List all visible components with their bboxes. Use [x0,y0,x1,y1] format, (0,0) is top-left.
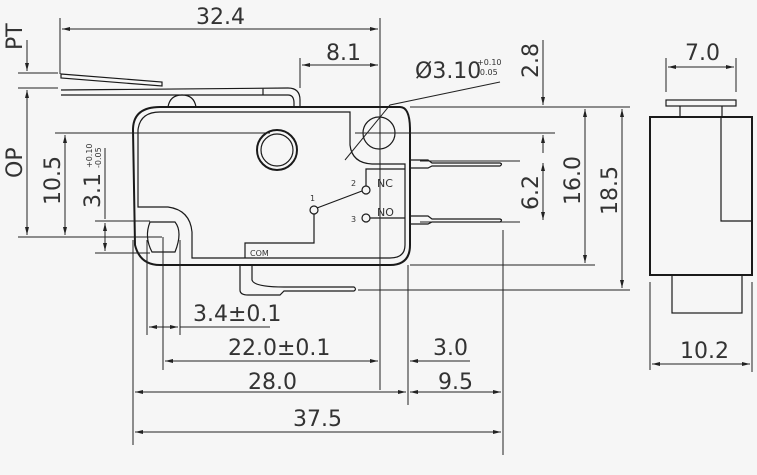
com-label: COM [250,249,269,258]
dim-9-5: 9.5 [438,370,473,395]
dim-10-2: 10.2 [680,339,729,364]
pin-3-label: 3 [351,215,356,224]
dim-10-5: 10.5 [41,156,66,205]
dim-2-8: 2.8 [519,43,544,78]
dim-18-5: 18.5 [598,166,623,215]
pin-2-label: 2 [351,179,356,188]
dim-8-1: 8.1 [326,41,361,66]
dim-op: OP [3,147,28,178]
no-label: NO [377,206,394,219]
nc-label: NC [377,177,393,190]
dim-pt: PT [3,23,28,50]
hole-tol-plus: +0.10 [477,58,502,67]
dim-hole-diameter: Ø3.10 [415,59,481,84]
hole-tol-minus: -0.05 [477,68,498,77]
lever [60,73,301,108]
dim-7-0: 7.0 [685,41,720,66]
dimension-lines [18,18,753,455]
side-view [649,99,753,314]
dim-3-0: 3.0 [433,336,468,361]
dim-3-4: 3.4±0.1 [193,302,281,327]
dim-3-1-tol-plus: +0.10 [85,143,94,168]
dim-37-5: 37.5 [293,407,342,432]
dim-6-2: 6.2 [519,175,544,210]
terminals [239,159,503,296]
pin-1-label: 1 [310,194,315,203]
dim-32-4: 32.4 [196,5,245,30]
dim-16-0: 16.0 [561,156,586,205]
dim-22-0: 22.0±0.1 [228,336,330,361]
dim-3-1: 3.1 [81,173,106,208]
dim-28-0: 28.0 [248,370,297,395]
dim-3-1-tol-minus: -0.05 [94,147,103,168]
